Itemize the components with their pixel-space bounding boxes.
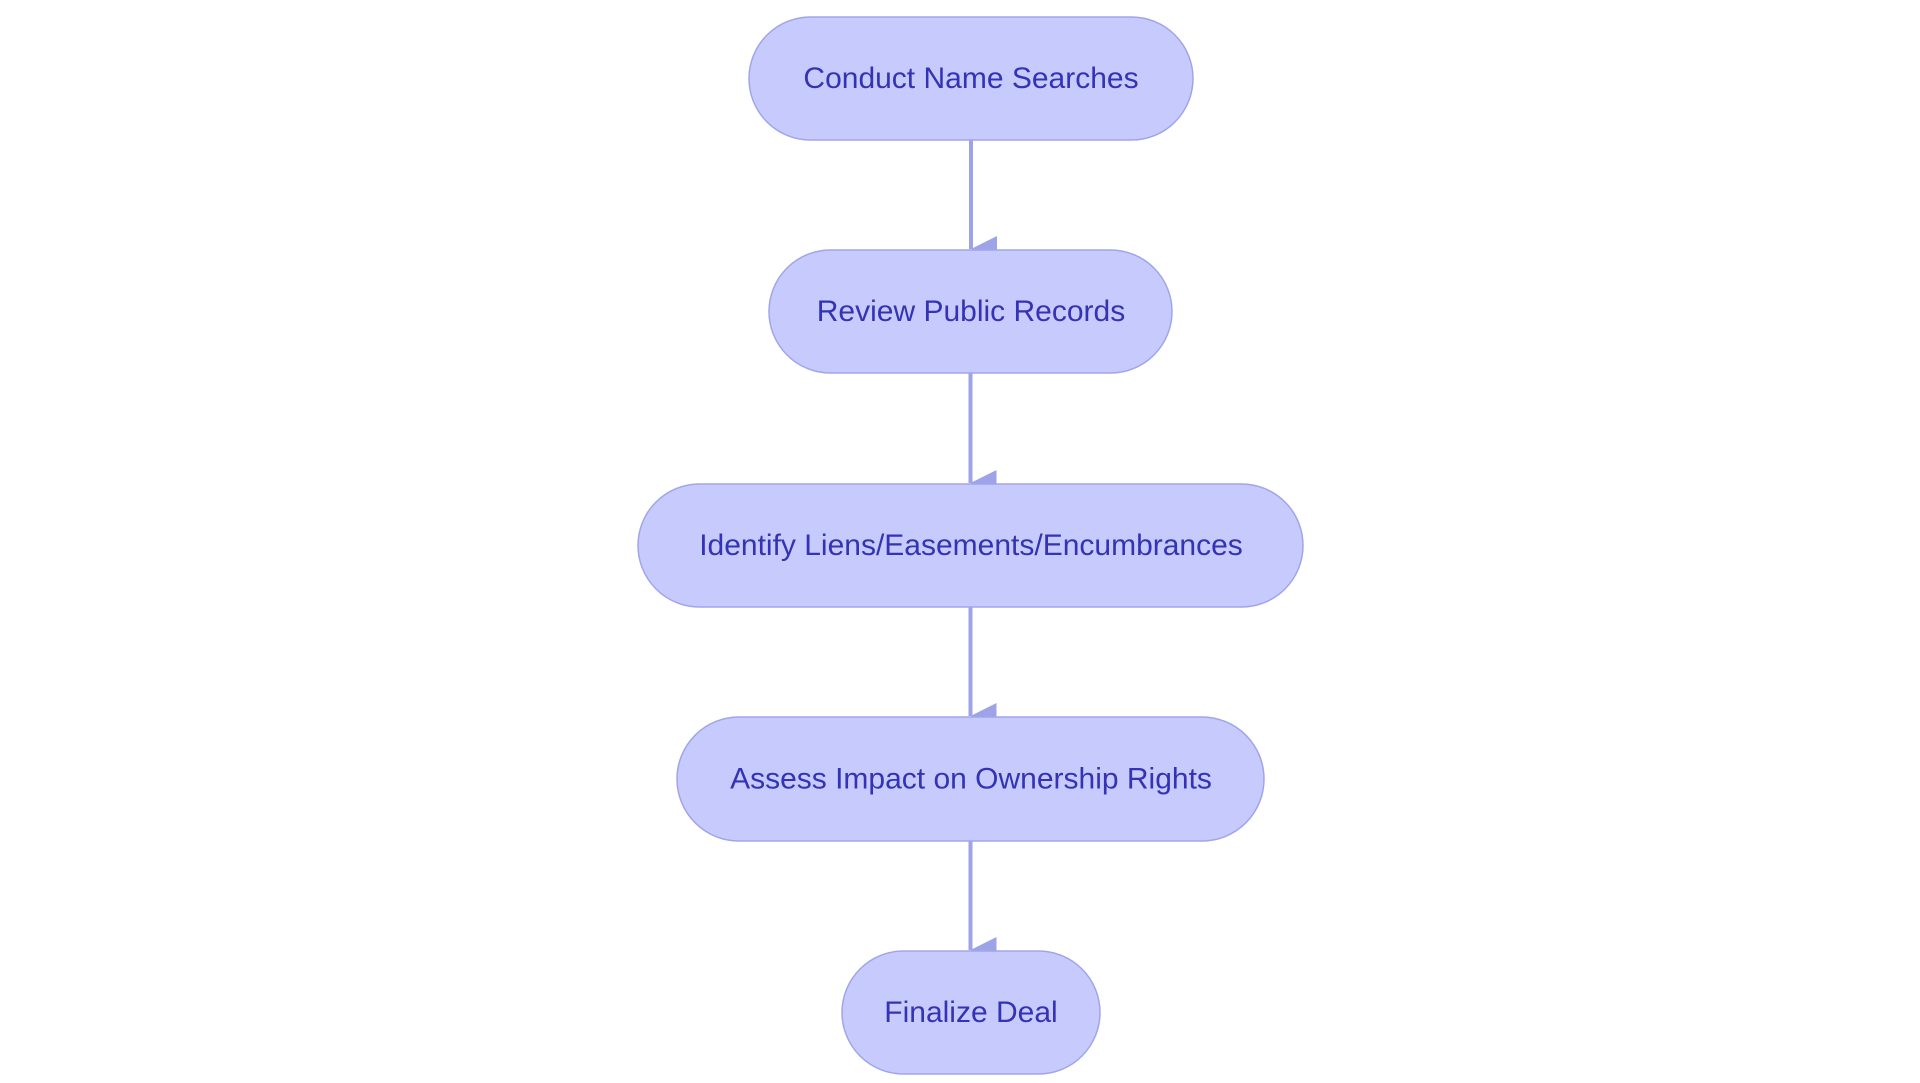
flow-node-conduct-name-searches[interactable]: Conduct Name Searches: [748, 16, 1194, 141]
node-shape: [676, 716, 1265, 842]
flow-node-assess-impact-on-ownership-rights[interactable]: Assess Impact on Ownership Rights: [676, 716, 1265, 842]
node-label: Conduct Name Searches: [803, 62, 1138, 95]
node-shape: [748, 16, 1194, 141]
node-label: Review Public Records: [817, 295, 1125, 328]
node-label: Identify Liens/Easements/Encumbrances: [699, 529, 1243, 562]
edges-layer: [968, 140, 997, 963]
node-shape: [841, 950, 1101, 1075]
node-label: Assess Impact on Ownership Rights: [730, 763, 1212, 796]
flow-node-finalize-deal[interactable]: Finalize Deal: [841, 950, 1101, 1075]
flow-node-identify-liens-easements-encumbrances[interactable]: Identify Liens/Easements/Encumbrances: [637, 483, 1304, 608]
node-label: Finalize Deal: [884, 996, 1057, 1029]
node-shape: [768, 249, 1173, 374]
flow-node-review-public-records[interactable]: Review Public Records: [768, 249, 1173, 374]
node-shape: [637, 483, 1304, 608]
